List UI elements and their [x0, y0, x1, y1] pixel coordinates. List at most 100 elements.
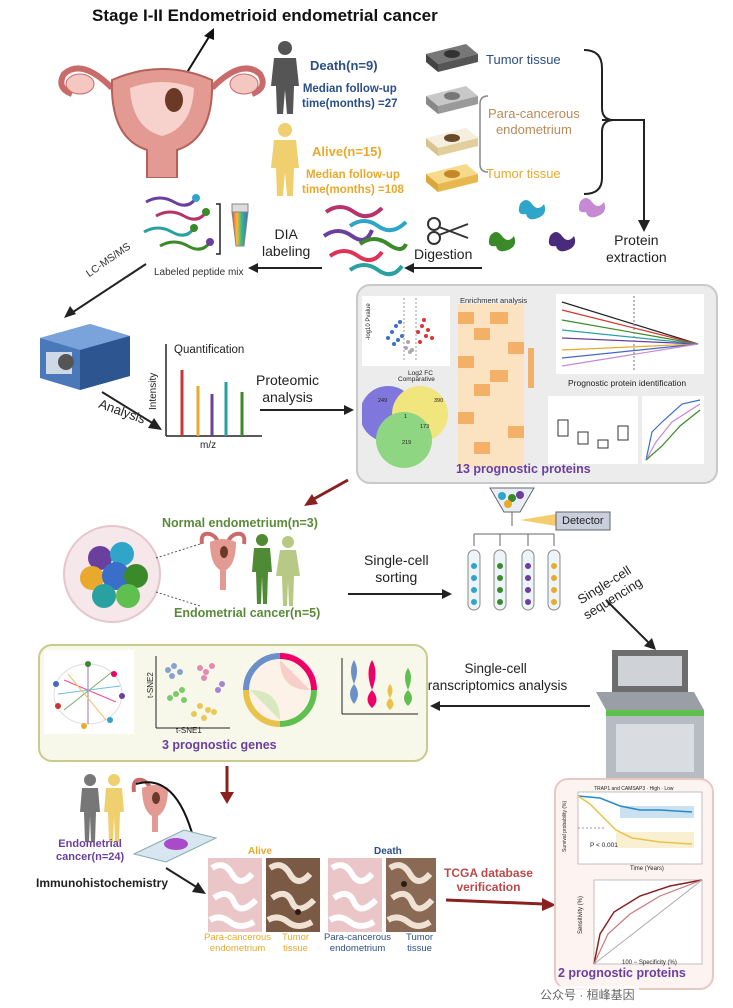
proteomic-arrow: [260, 405, 354, 415]
ihc-images: [208, 858, 436, 932]
ihc-death-label: Death: [374, 846, 402, 857]
ppi-label: Prognostic protein identification: [568, 378, 687, 388]
alive-count: Alive(n=15): [312, 144, 382, 159]
sc-result: 3 prognostic genes: [162, 738, 277, 752]
tcga-arrow: [445, 898, 556, 911]
mass-spectrometer-icon: [40, 324, 130, 390]
protein-blobs: [488, 198, 606, 252]
tumor-block-gold-icon: [426, 164, 478, 192]
peptides-digested: [322, 205, 408, 277]
ihc-img-death-tumor: [386, 858, 436, 932]
single-cell-panel-graphics: [44, 650, 418, 734]
venn-diagram: [362, 386, 448, 468]
page-title: Stage I-II Endometrioid endometrial canc…: [92, 6, 438, 25]
roc-ylabel: Sensitivity (%): [578, 895, 584, 934]
scissors-icon: [427, 217, 469, 245]
uterus-illustration: [58, 28, 266, 178]
tumor-tissue-label-1: Tumor tissue: [486, 52, 561, 67]
tcga-plots: [577, 791, 703, 965]
quantification-spectrum: [165, 344, 262, 437]
venn-value: 173: [420, 424, 430, 430]
lcms-arrow: [64, 263, 147, 318]
slide-icon: [132, 829, 218, 863]
final-result: 2 prognostic proteins: [558, 966, 686, 980]
digestion-arrow: [404, 263, 482, 273]
dia-arrow: [248, 263, 322, 273]
death-count: Death(n=9): [310, 58, 378, 73]
cell-sorter-illustration: [467, 487, 611, 611]
tsne2-label: t-SNE2: [146, 672, 155, 698]
bracket: [479, 95, 489, 173]
sc-tx-arrow: [430, 701, 590, 711]
person-death-icon: [271, 41, 299, 114]
ihc-img-death-para: [328, 858, 382, 932]
sequencing-arrow: [605, 599, 656, 650]
quant-xlabel: m/z: [200, 440, 217, 451]
para-block-icon: [426, 86, 478, 114]
roc-small: [645, 399, 701, 461]
venn-value: 1: [404, 414, 408, 420]
tumor-tissue-label-2: Tumor tissue: [486, 166, 561, 181]
survival-pval: P < 0.001: [590, 842, 618, 849]
watermark: 公众号 · 桓峰基因: [536, 986, 639, 1003]
volcano-plot: [386, 298, 434, 362]
quant-ylabel: Intensity: [148, 372, 159, 410]
tubes: [467, 549, 561, 611]
ihc-img-alive-tumor: [266, 858, 320, 932]
survival-title: TRAP1 and CAMSAP3 · High · Low: [594, 786, 674, 792]
tissue-blocks: [426, 44, 478, 192]
uterus-people-icon: [199, 531, 300, 606]
lasso-plot: [561, 296, 699, 370]
labeled-peptides: [143, 194, 249, 255]
venn-value: 390: [434, 398, 444, 404]
ihc-label: Immunohistochemistry: [36, 876, 169, 890]
cells-illustration: [63, 525, 201, 623]
ihc-alive-label: Alive: [248, 846, 272, 857]
sequencer-icon: [596, 650, 704, 780]
venn-value: 219: [402, 440, 412, 446]
cell-cluster: [80, 542, 148, 608]
ihc-img-alive-para: [208, 858, 262, 932]
down-left-arrow-1: [304, 478, 349, 506]
analysis-arrow: [101, 391, 162, 430]
tumor-block-dark-icon: [426, 44, 478, 72]
normal-endometrium-label: Normal endometrium(n=3): [162, 516, 318, 530]
tsne-plot: [155, 656, 230, 729]
roc-xlabel: 100 − Specificity (%): [622, 960, 677, 966]
network-plot: [44, 650, 134, 734]
para-block-gold-icon: [426, 128, 478, 156]
digestion-label: Digestion: [414, 246, 473, 262]
ihc-arrow: [165, 867, 206, 894]
enrichment-label: Enrichment analysis: [460, 296, 528, 305]
tsne1-label: t-SNE1: [176, 726, 202, 735]
person-alive-icon: [271, 123, 299, 196]
detector-label: Detector: [562, 515, 604, 527]
down-arrow-2: [220, 766, 234, 804]
tube-icon: [231, 203, 249, 247]
venn-value: 249: [378, 398, 388, 404]
survival-plot: [577, 791, 703, 865]
roc-plot: [593, 879, 703, 965]
volcano-xlabel: Log2 FC: [408, 370, 433, 377]
endometrial-cancer-label: Endometrial cancer(n=5): [174, 606, 321, 620]
proteomics-result: 13 prognostic proteins: [456, 462, 591, 476]
boxplot: [557, 419, 629, 449]
sorting-arrow: [348, 589, 452, 599]
bracket-arrow: [583, 49, 650, 232]
quant-title: Quantification: [174, 344, 245, 356]
enrichment-heatmap: [458, 304, 534, 468]
violin-plot: [341, 658, 418, 715]
